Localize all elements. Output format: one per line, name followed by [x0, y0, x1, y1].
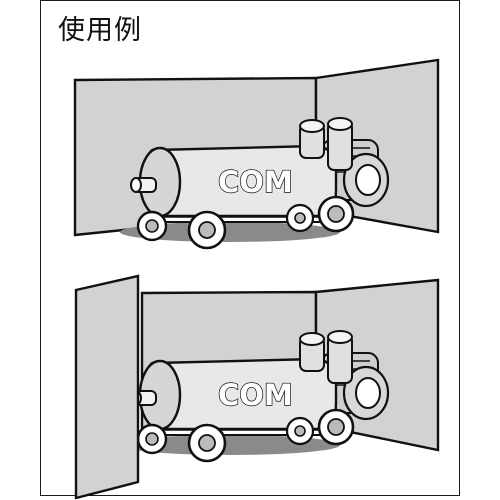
front-panel	[74, 274, 140, 500]
usage-example-title: 使用例	[58, 15, 142, 46]
compressor-bottom: COM	[118, 329, 390, 463]
com-label-bottom: COM	[218, 378, 293, 412]
compressor-top: COM	[118, 116, 390, 250]
com-label-top: COM	[218, 165, 293, 199]
